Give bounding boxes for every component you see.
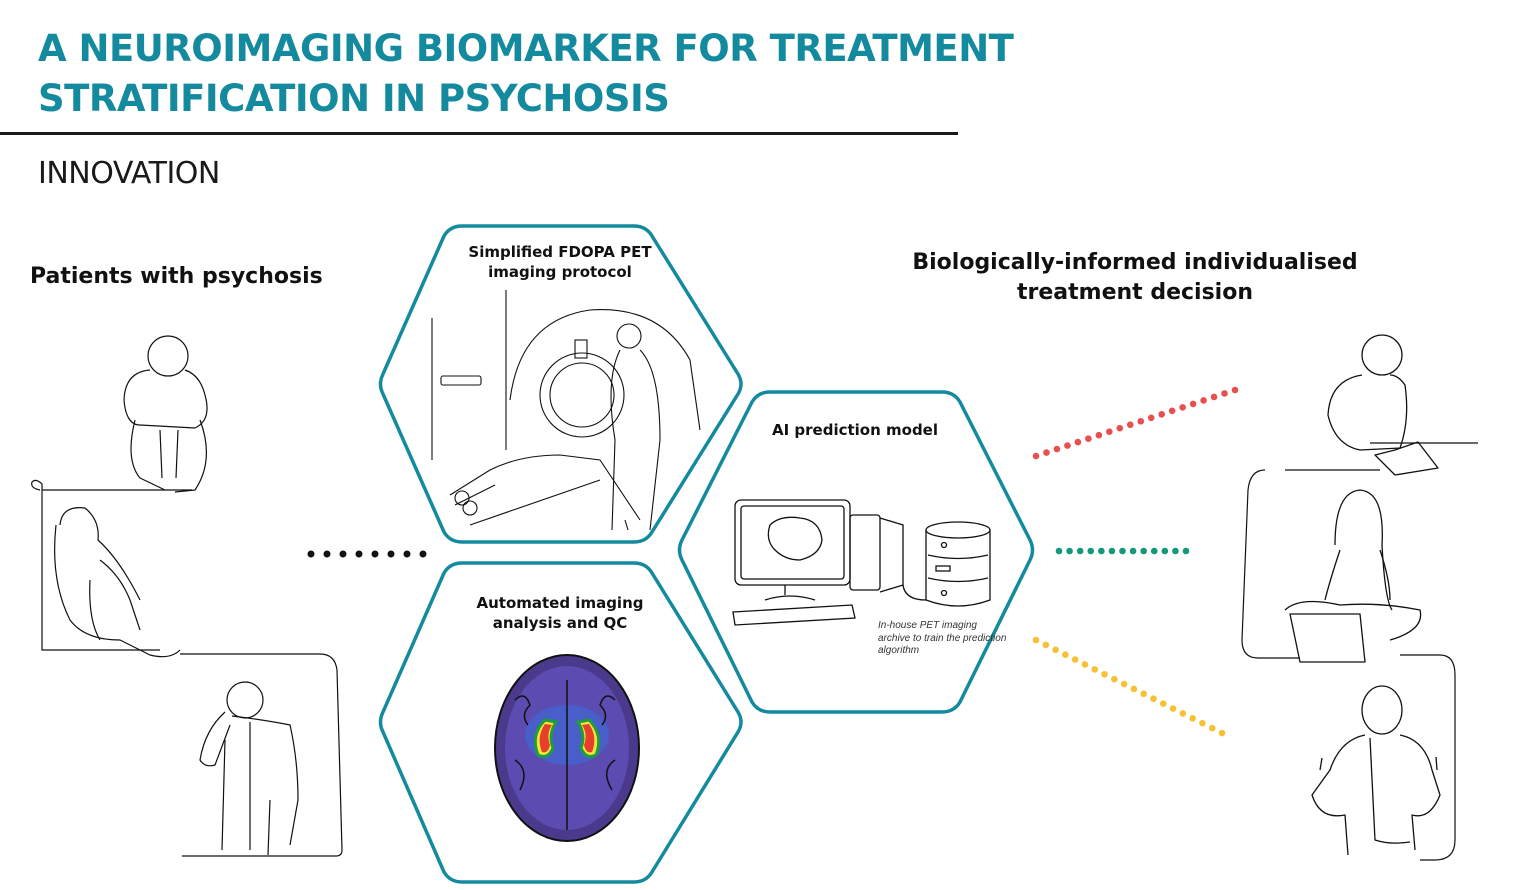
outcome-dot: [1168, 407, 1176, 415]
outcome-dots-yellow: [1032, 636, 1226, 737]
outcome-dot: [1189, 400, 1197, 408]
outcome-dot: [1169, 705, 1177, 712]
outcome-dot: [1137, 417, 1145, 425]
outcome-dot: [1066, 547, 1073, 555]
hexagon-pet-protocol: [378, 224, 743, 544]
outcome-dots-red: [1032, 386, 1239, 460]
outcome-dot: [1087, 547, 1095, 555]
outcome-dot: [1095, 431, 1103, 439]
illustration-pet-scanner: [431, 290, 701, 531]
outcome-dot: [1085, 435, 1092, 442]
outcome-dot: [1218, 729, 1226, 737]
outcome-dot: [1106, 428, 1113, 435]
outcome-dot: [1161, 547, 1169, 555]
outcome-dot: [1189, 715, 1196, 722]
outcome-dot: [1071, 656, 1079, 663]
figure-person-reading-book: [1327, 334, 1439, 476]
page-title: A NEUROIMAGING BIOMARKER FOR TREATMENT S…: [38, 24, 1014, 124]
outcome-dot: [1231, 386, 1239, 394]
outcome-dot: [1129, 547, 1137, 555]
outcome-dot: [1032, 636, 1040, 644]
outcome-dot: [1043, 449, 1050, 456]
outcome-dot: [1150, 547, 1158, 555]
connector-dots-input: [307, 550, 427, 558]
outcome-dot: [1091, 666, 1099, 673]
title-line-2: STRATIFICATION IN PSYCHOSIS: [38, 77, 670, 120]
outcome-dot: [1119, 547, 1126, 555]
outcome-dot: [1179, 710, 1187, 717]
outcome-dot: [1179, 404, 1186, 411]
figure-standing-distressed-man: [199, 681, 299, 856]
outcome-dot: [1182, 547, 1190, 555]
illustration-computer-database: [732, 499, 991, 626]
figure-hugging-knees-person: [123, 335, 208, 493]
hexagon-ai-model: [677, 390, 1035, 714]
output-label: Biologically-informed individualised tre…: [912, 250, 1358, 305]
hexagon-imaging-qc: [378, 561, 743, 884]
outcome-dot: [1172, 547, 1179, 555]
step-title-qc: Automated imaging analysis and QC: [476, 594, 644, 632]
outcome-dot: [1074, 438, 1082, 446]
outcome-dot: [1076, 547, 1084, 555]
outcome-dot: [1032, 452, 1040, 460]
outcome-dot: [1062, 651, 1069, 658]
outcome-dot: [1221, 390, 1228, 397]
outcome-dot: [1140, 547, 1147, 555]
outcome-dot: [1210, 393, 1218, 401]
outcome-dot: [1200, 397, 1207, 404]
outcome-dot: [1098, 547, 1105, 555]
outcome-dot: [1126, 421, 1134, 429]
title-line-1: A NEUROIMAGING BIOMARKER FOR TREATMENT: [38, 27, 1014, 70]
ai-model-caption: In-house PET imaging archive to train th…: [878, 620, 1007, 656]
outcome-dot: [1055, 547, 1063, 555]
outcome-dot: [1147, 414, 1155, 422]
outcome-dot: [1052, 646, 1059, 654]
outcome-dot: [1081, 661, 1089, 668]
outcome-dot: [1130, 685, 1138, 693]
figure-woman-with-laptop: [1284, 489, 1422, 663]
outcome-dot: [1199, 719, 1206, 727]
outcome-dot: [1120, 680, 1128, 688]
outcome-dot: [1108, 547, 1116, 555]
section-heading: INNOVATION: [38, 156, 220, 191]
figure-man-thumbs-up: [1311, 685, 1441, 856]
right-frame-line: [1241, 442, 1478, 861]
step-title-ai: AI prediction model: [772, 421, 938, 439]
outcome-dot: [1159, 700, 1167, 707]
outcome-dots-green: [1055, 547, 1190, 555]
outcome-dot: [1140, 690, 1147, 698]
outcome-dot: [1053, 445, 1061, 453]
step-title-pet: Simplified FDOPA PET imaging protocol: [468, 243, 652, 281]
outcome-dot: [1101, 670, 1108, 678]
outcome-dot: [1208, 724, 1216, 732]
figure-sitting-distressed-woman: [54, 507, 181, 658]
outcome-dot: [1158, 411, 1165, 418]
outcome-dot: [1150, 695, 1157, 703]
input-label: Patients with psychosis: [30, 264, 323, 289]
outcome-dot: [1111, 675, 1118, 683]
left-frame-line: [31, 479, 343, 857]
outcome-dot: [1042, 641, 1050, 649]
illustration-brain-pet-scan: [494, 654, 640, 842]
outcome-dot: [1064, 442, 1071, 449]
title-divider: [0, 132, 958, 135]
outcome-dot: [1116, 424, 1124, 432]
